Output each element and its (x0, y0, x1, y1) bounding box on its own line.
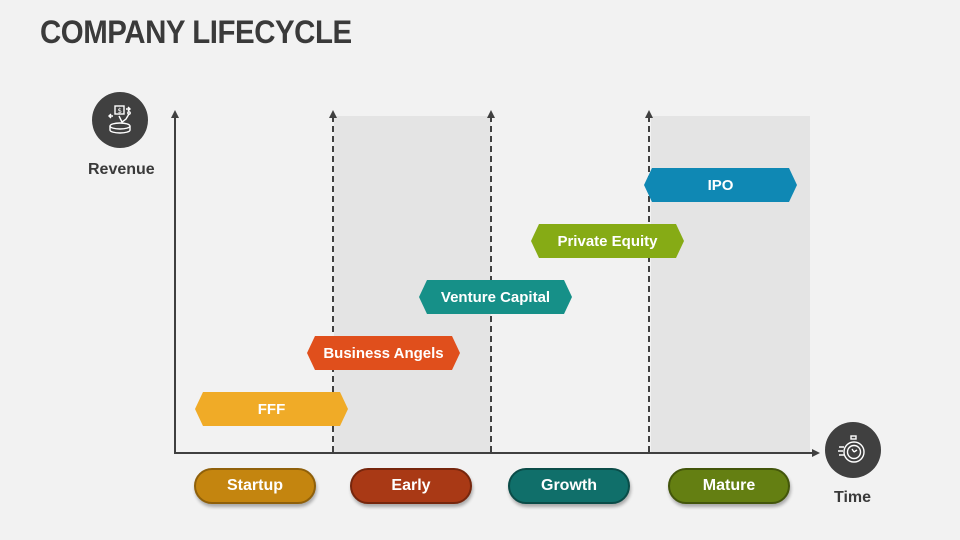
stage-growth: Growth (508, 468, 630, 504)
y-axis (174, 114, 176, 454)
mature-stage-band (651, 116, 810, 452)
funding-label: Private Equity (557, 232, 658, 250)
funding-fff: FFF (195, 392, 348, 426)
stage-label: Early (391, 477, 431, 494)
divider-growth-mature (648, 116, 650, 452)
stage-early: Early (350, 468, 472, 504)
y-axis-label: Revenue (88, 161, 155, 178)
stage-label: Mature (702, 477, 756, 494)
funding-label: IPO (707, 176, 734, 194)
stage-startup: Startup (194, 468, 316, 504)
x-axis (174, 452, 814, 454)
funding-label: Venture Capital (440, 288, 551, 306)
stopwatch-icon (825, 422, 881, 478)
funding-venture-capital: Venture Capital (419, 280, 572, 314)
funding-label: FFF (257, 400, 286, 418)
funding-private-equity: Private Equity (531, 224, 684, 258)
revenue-money-coin-icon: $ (92, 92, 148, 148)
divider-arrow-1 (329, 110, 337, 118)
divider-startup-early (332, 116, 334, 452)
stage-label: Startup (227, 477, 283, 494)
y-axis-arrow (171, 110, 179, 118)
funding-ipo: IPO (644, 168, 797, 202)
stage-mature: Mature (668, 468, 790, 504)
svg-text:$: $ (118, 107, 122, 115)
x-axis-label: Time (834, 489, 872, 506)
stage-label: Growth (541, 477, 597, 494)
funding-business-angels: Business Angels (307, 336, 460, 370)
funding-label: Business Angels (323, 344, 444, 362)
divider-arrow-2 (487, 110, 495, 118)
page-title: COMPANY LIFECYCLE (40, 14, 352, 50)
divider-arrow-3 (645, 110, 653, 118)
x-axis-arrow (812, 449, 820, 457)
